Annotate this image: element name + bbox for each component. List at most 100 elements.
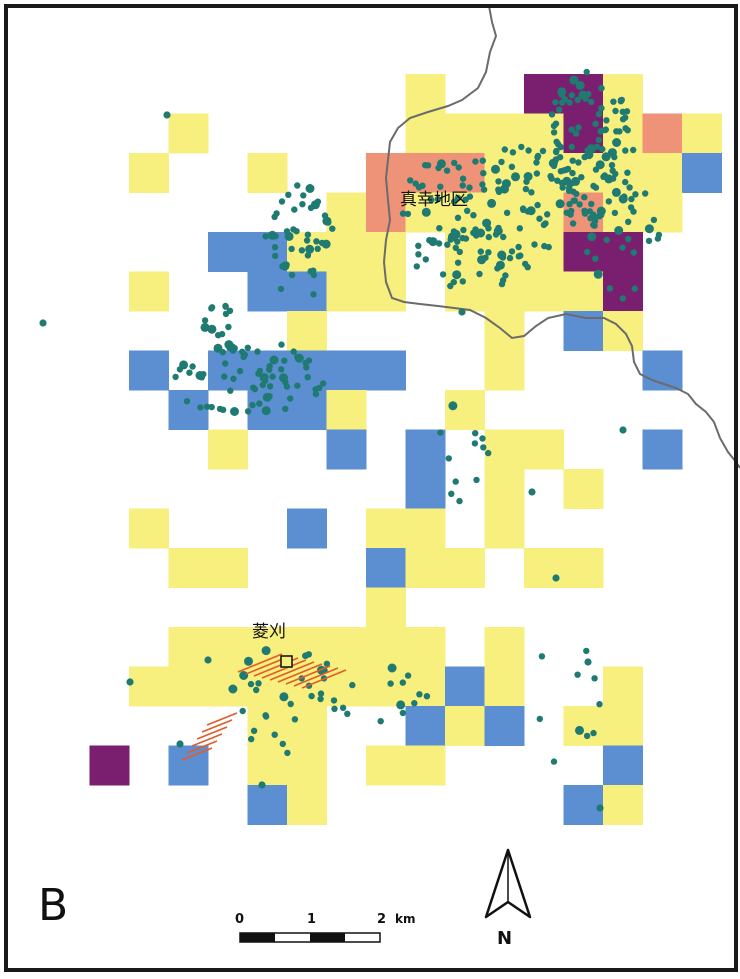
- site-dot: [310, 271, 318, 279]
- site-dot: [587, 232, 597, 242]
- grid-cell-yellow: [208, 429, 248, 470]
- site-dot: [547, 173, 554, 180]
- site-dot: [515, 253, 522, 260]
- vein-line: [301, 669, 347, 689]
- site-dot: [207, 324, 217, 334]
- site-dot: [269, 355, 279, 365]
- site-dot: [213, 343, 223, 353]
- site-dot: [485, 449, 492, 457]
- grid-cell-yellow: [405, 745, 446, 786]
- site-dot: [399, 709, 407, 717]
- site-dot: [498, 280, 506, 288]
- site-dot: [630, 249, 637, 256]
- site-dot: [466, 193, 474, 200]
- site-dot: [472, 158, 479, 165]
- grid-cell-yellow: [247, 153, 288, 193]
- site-dot: [552, 148, 560, 156]
- site-dot: [312, 386, 319, 393]
- site-dot: [413, 263, 420, 270]
- site-dot: [518, 143, 525, 151]
- site-dot: [452, 478, 459, 485]
- site-dot: [278, 198, 286, 205]
- site-dot: [471, 440, 479, 447]
- site-dot: [534, 152, 542, 160]
- site-dot: [325, 219, 332, 226]
- site-dot: [404, 210, 412, 218]
- scale-tick-0: 0: [235, 912, 244, 927]
- site-dot: [163, 111, 171, 119]
- site-dot: [480, 170, 487, 177]
- site-dot: [569, 157, 576, 164]
- site-dot: [422, 256, 429, 263]
- site-dot: [221, 373, 228, 380]
- site-dot: [466, 184, 473, 191]
- site-dot: [595, 136, 603, 144]
- grid-cell-yellow: [484, 469, 525, 509]
- site-dot: [533, 170, 541, 177]
- site-dot: [492, 231, 500, 238]
- site-dot: [448, 401, 458, 411]
- site-dot: [552, 574, 560, 582]
- site-dot: [591, 675, 598, 682]
- site-dot: [611, 187, 621, 197]
- site-dot: [572, 130, 580, 137]
- site-dot: [495, 186, 502, 193]
- site-dot: [377, 718, 384, 725]
- grid-cell-yellow: [168, 548, 209, 588]
- vein-line: [261, 659, 307, 679]
- grid-cell-yellow: [603, 785, 643, 825]
- grid-cell-yellow: [484, 508, 525, 549]
- site-dot: [601, 126, 609, 134]
- site-dot: [630, 146, 637, 154]
- site-dot: [250, 727, 258, 734]
- site-dot: [279, 692, 289, 702]
- grid-cell-blue: [405, 429, 446, 470]
- site-dot: [522, 185, 530, 193]
- site-dot: [598, 85, 605, 92]
- grid-cell-yellow: [603, 706, 643, 746]
- site-dot: [454, 214, 462, 221]
- site-dot: [477, 248, 484, 255]
- site-dot: [584, 658, 592, 666]
- site-dot: [499, 254, 507, 261]
- grid-cell-yellow: [326, 271, 367, 312]
- site-dot: [550, 129, 558, 136]
- grid-cell-yellow: [287, 745, 327, 786]
- site-dot: [524, 208, 531, 215]
- site-dot: [655, 231, 663, 239]
- site-dot: [603, 236, 610, 244]
- site-dot: [583, 732, 591, 740]
- site-dot: [428, 196, 435, 204]
- grid-cell-blue: [642, 429, 683, 470]
- site-dot: [569, 220, 577, 227]
- site-dot: [455, 164, 462, 171]
- site-dot: [450, 278, 457, 286]
- site-dot: [500, 233, 507, 241]
- site-dot: [224, 340, 234, 350]
- site-dot: [458, 308, 466, 316]
- site-dot: [609, 167, 616, 174]
- site-dot: [590, 729, 597, 737]
- site-dot: [227, 387, 234, 394]
- site-dot: [451, 159, 458, 167]
- site-dot: [545, 243, 552, 251]
- vein-line: [293, 667, 339, 687]
- site-dot: [244, 344, 251, 351]
- site-dot: [544, 211, 551, 218]
- grid-cell-yellow: [405, 74, 446, 114]
- grid-cell-blue: [287, 271, 327, 312]
- site-dot: [445, 455, 452, 462]
- site-dot: [459, 278, 466, 285]
- site-dot: [304, 231, 312, 238]
- site-dot: [126, 678, 134, 686]
- vein-line: [181, 747, 213, 761]
- grid-cell-yellow: [129, 153, 169, 193]
- site-dot: [236, 367, 244, 375]
- site-dot: [578, 174, 585, 181]
- site-dot: [611, 153, 618, 161]
- site-dot: [538, 653, 546, 660]
- site-dot: [479, 157, 486, 164]
- site-dot: [558, 179, 566, 187]
- site-dot: [435, 240, 443, 247]
- site-dot: [259, 381, 266, 389]
